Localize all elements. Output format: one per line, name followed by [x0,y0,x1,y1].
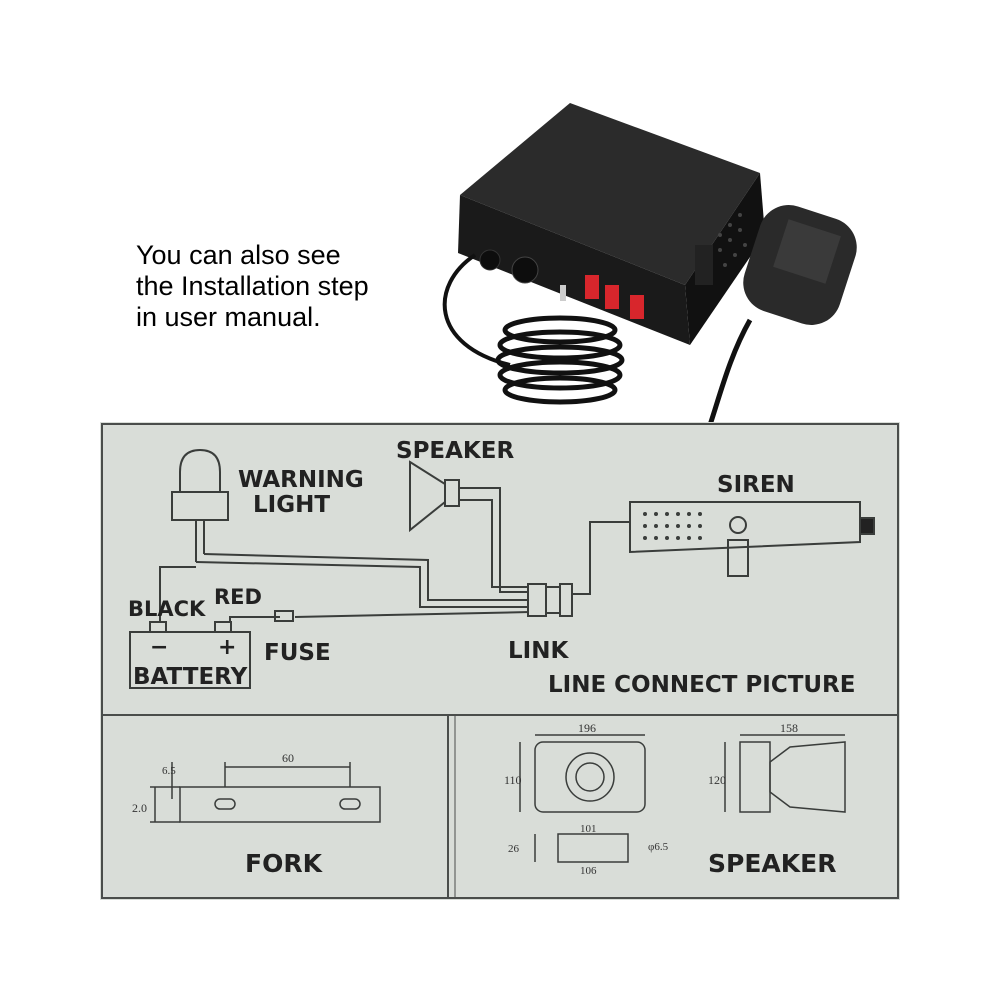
diagram-caption: LINE CONNECT PICTURE [548,672,855,698]
vent-holes [718,213,747,267]
fork-dim-length: 60 [282,751,294,765]
speaker-dims-title: SPEAKER [708,849,836,878]
bracket-hole: φ6.5 [648,841,669,853]
plus-label: + [218,635,236,660]
intro-line-1: You can also see [136,240,341,270]
siren-icon [629,501,875,577]
siren-grille [643,512,702,540]
black-label: BLACK [128,597,206,621]
siren-box-top [460,103,760,285]
selector-knob [511,256,539,284]
intro-line-3: in user manual. [136,302,321,332]
siren-product-photo [442,103,857,425]
fork-dim-height: 2.0 [132,801,147,815]
intro-text: You can also see the Installation step i… [136,240,416,333]
link-label: LINK [508,638,569,664]
intro-line-2: the Installation step [136,271,369,301]
warning-light-label-2: LIGHT [253,492,330,518]
battery-label: BATTERY [133,664,248,690]
red-switch-3 [630,295,644,319]
mic-clip [695,245,713,285]
bracket-bottom: 106 [580,865,597,877]
manual-diagram: WARNING LIGHT SPEAKER SIREN [100,422,900,900]
siren-box-side [685,173,765,345]
speaker-depth-height: 120 [708,773,726,787]
speaker-depth-width: 158 [780,721,798,735]
fork-dim-slot: 6.5 [162,765,176,777]
speaker-label: SPEAKER [396,438,514,464]
volume-knob [479,249,501,271]
battery-icon [129,621,251,689]
siren-label: SIREN [717,472,795,498]
power-cable [442,253,511,367]
speaker-icon [409,460,460,533]
speaker-width: 196 [578,721,596,735]
speaker-height: 110 [504,773,522,787]
red-switch-2 [605,285,619,309]
wiring [159,487,630,622]
fork-title: FORK [245,849,324,878]
bracket-top: 101 [580,823,597,835]
link-connector [527,583,573,617]
minus-label: − [150,635,168,660]
warning-light-label-1: WARNING [238,467,364,493]
fuse-label: FUSE [264,640,331,666]
red-label: RED [214,585,262,609]
toggle-switch [560,285,566,301]
warning-light-icon [171,448,229,562]
fork-drawing [150,762,381,823]
speaker-side-drawing [724,734,846,813]
manual-border [101,423,899,899]
bracket-height: 26 [508,843,520,855]
red-switch-1 [585,275,599,299]
coiled-cord [495,315,625,405]
microphone [707,205,857,425]
speaker-front-drawing [519,734,646,863]
